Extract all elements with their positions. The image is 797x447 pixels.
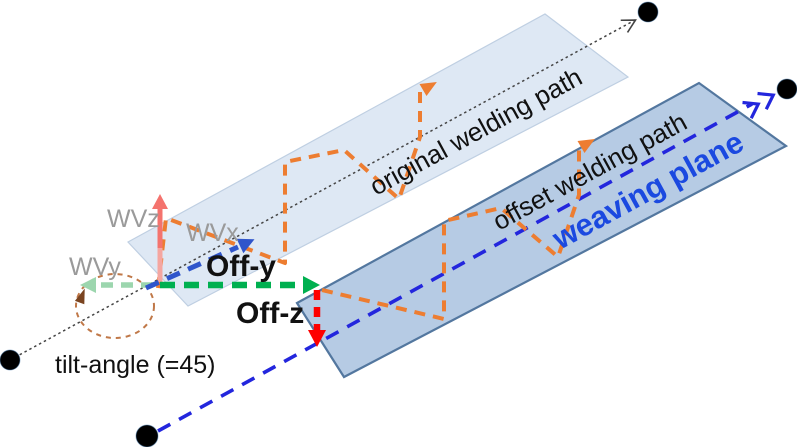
tilt-angle-arrowhead-icon bbox=[74, 288, 85, 305]
off-y-arrowhead-icon bbox=[303, 276, 320, 294]
offset-path-end-dot bbox=[776, 78, 797, 100]
original-path-start-dot bbox=[0, 349, 21, 371]
offset-path-arrowhead-icon bbox=[757, 91, 776, 110]
wvx-arrowhead-icon bbox=[236, 238, 255, 254]
wvx-label: WVx bbox=[186, 219, 239, 247]
wvz-arrowhead-icon bbox=[152, 194, 168, 209]
offset-path-start-dot bbox=[135, 424, 159, 447]
off-z-label: Off-z bbox=[236, 297, 304, 330]
tilt-angle-arc bbox=[75, 273, 155, 339]
original-path-arrowhead-icon bbox=[620, 19, 637, 33]
original-path-end-dot bbox=[637, 1, 659, 23]
weave-pattern-offset bbox=[321, 142, 587, 321]
wvy-arrowhead-icon bbox=[80, 277, 96, 293]
off-y-label: Off-y bbox=[206, 250, 276, 283]
wvx-axis-arrow bbox=[144, 244, 240, 291]
offset-weaving-plane bbox=[295, 81, 789, 379]
offset-welding-path-line bbox=[157, 102, 753, 433]
offset-path-arrowhead2-icon bbox=[742, 100, 761, 119]
original-welding-path-line bbox=[9, 18, 638, 361]
tilt-angle-label: tilt-angle (=45) bbox=[55, 351, 216, 379]
wvy-label: WVy bbox=[69, 253, 121, 281]
wvz-label: WVz bbox=[107, 205, 160, 233]
weave-offset-arrowhead-icon bbox=[577, 139, 595, 154]
weave-original-arrowhead-icon bbox=[419, 82, 437, 97]
off-z-arrowhead-icon bbox=[308, 330, 326, 347]
